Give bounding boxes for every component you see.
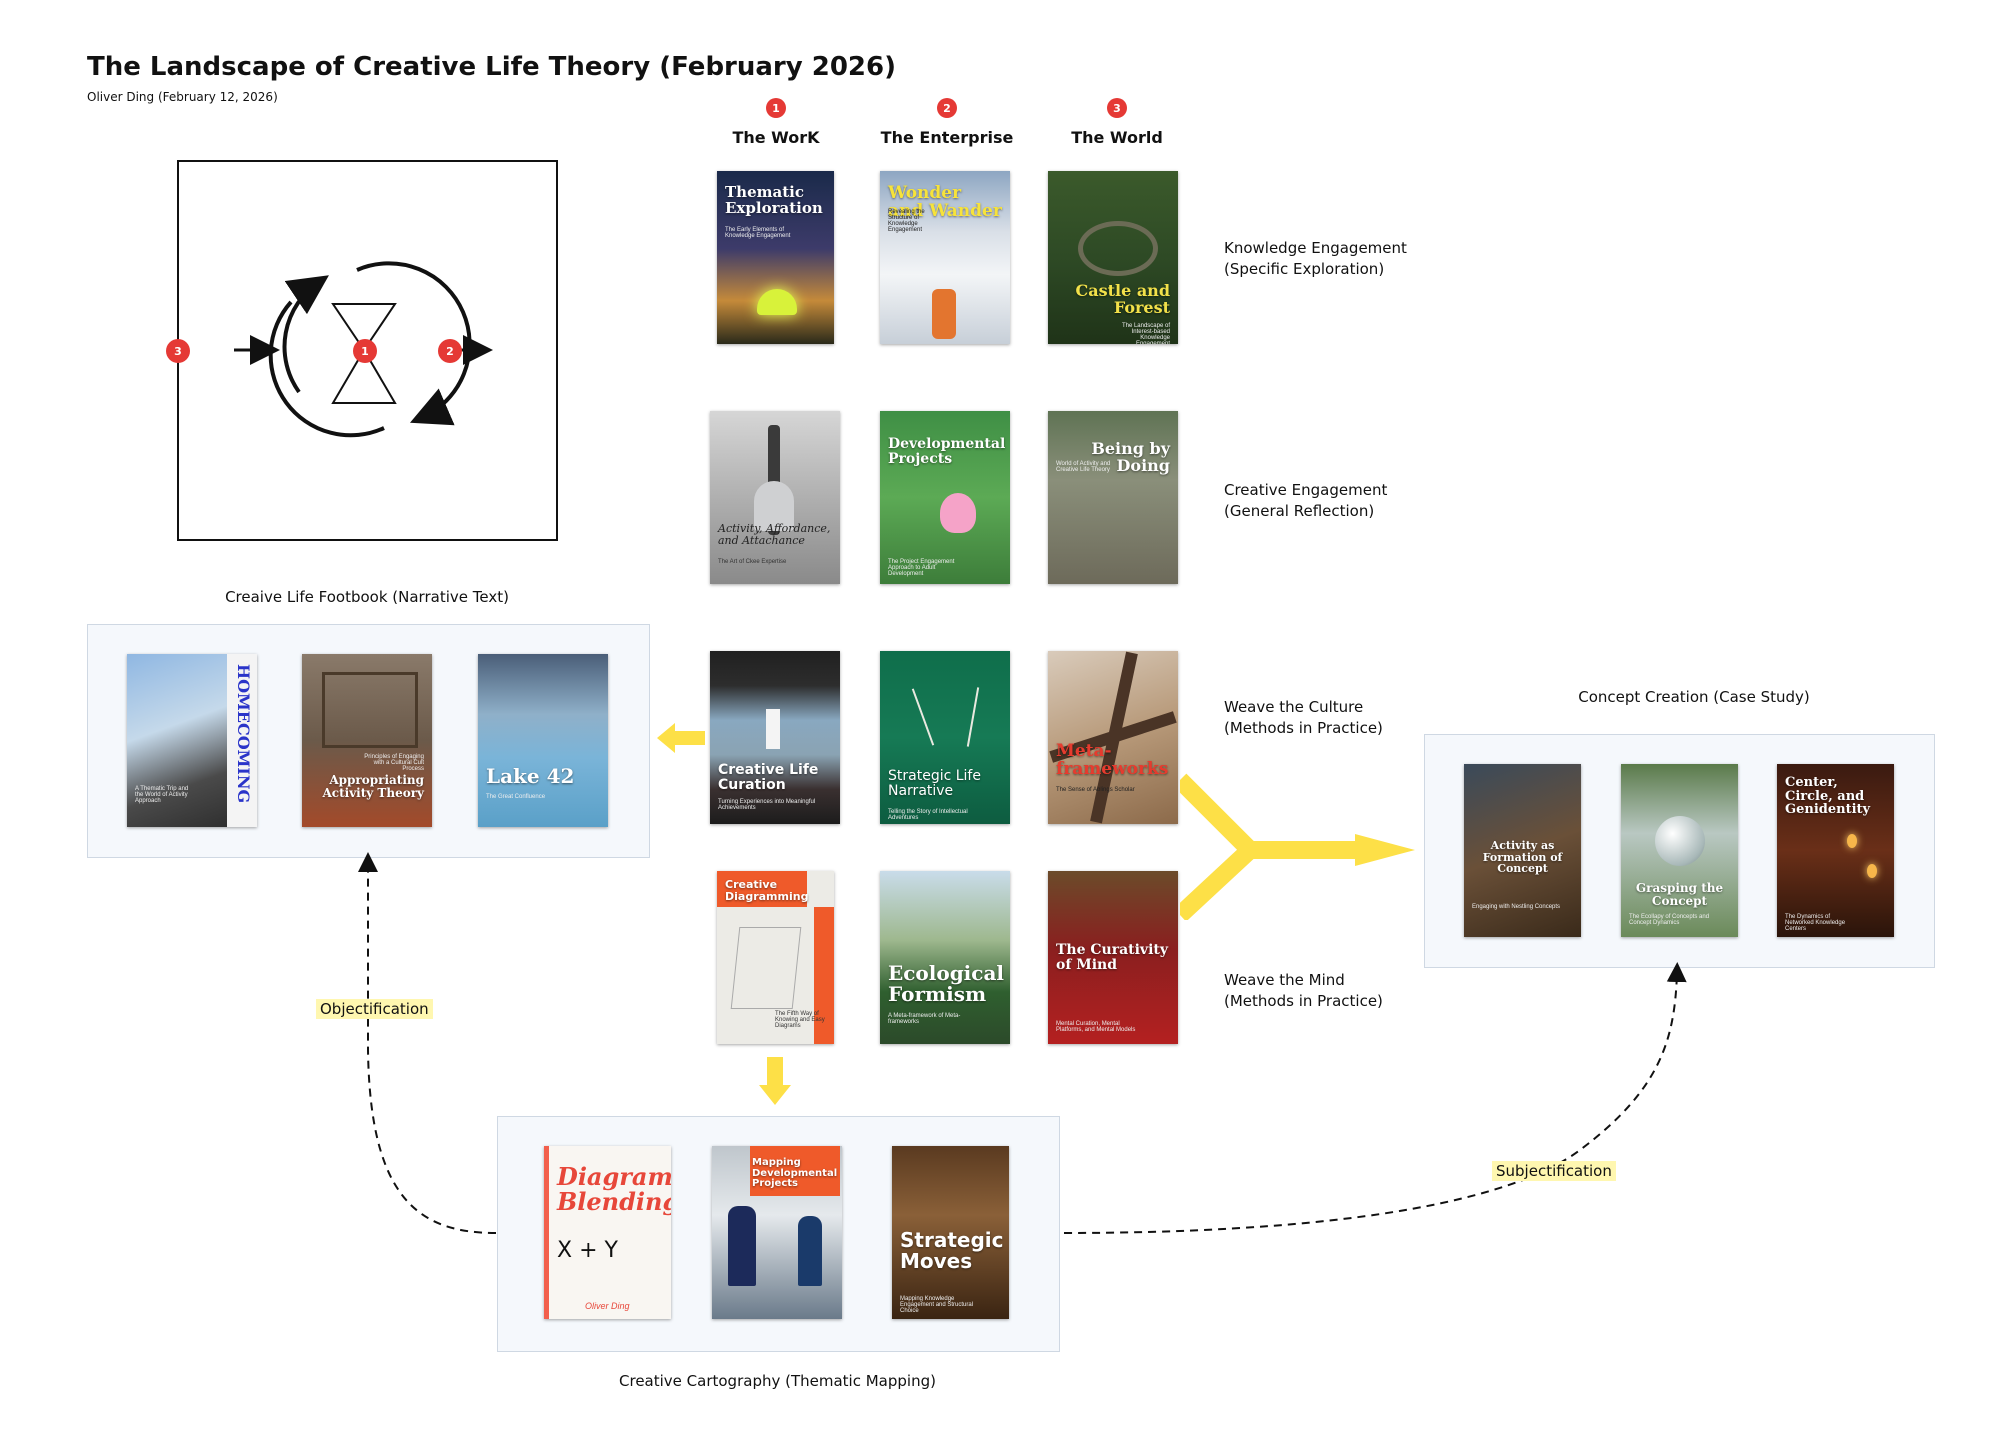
book-curativity-of-mind[interactable]: The Curativity of Mind Mental Curation, …: [1048, 871, 1178, 1044]
book-strategic-life-narrative[interactable]: Strategic Life Narrative Telling the Sto…: [880, 651, 1010, 824]
column-badge-work: 1: [766, 98, 786, 118]
book-lake-42[interactable]: Lake 42 The Great Confluence: [478, 654, 608, 827]
book-creative-diagramming[interactable]: Creative Diagramming The Fifth Way of Kn…: [717, 871, 834, 1044]
book-developmental-projects[interactable]: Developmental Projects The Project Engag…: [880, 411, 1010, 584]
book-mapping-developmental-projects[interactable]: Mapping Developmental Projects: [712, 1146, 842, 1319]
book-creative-life-curation[interactable]: Creative Life Curation Turning Experienc…: [710, 651, 840, 824]
book-meta-frameworks[interactable]: Meta-frameworks The Sense of Ablings Sch…: [1048, 651, 1178, 824]
book-activity-affordance[interactable]: Activity, Affordance, and Attachance The…: [710, 411, 840, 584]
footbook-panel: HOMECOMING A Thematic Trip and the World…: [87, 624, 650, 858]
book-castle-and-forest[interactable]: Castle and Forest The Landscape of Inter…: [1048, 171, 1178, 344]
column-badge-world: 3: [1107, 98, 1127, 118]
author-line: Oliver Ding (February 12, 2026): [87, 90, 278, 104]
book-grasping-the-concept[interactable]: Grasping the Concept The Ecollapy of Con…: [1621, 764, 1738, 937]
concept-caption: Concept Creation (Case Study): [1578, 688, 1810, 706]
book-strategic-moves[interactable]: Strategic Moves Mapping Knowledge Engage…: [892, 1146, 1009, 1319]
book-homecoming[interactable]: HOMECOMING A Thematic Trip and the World…: [127, 654, 257, 827]
yellow-arrow-left: [657, 723, 705, 753]
book-appropriating-activity-theory[interactable]: Principles of Engaging with a Cultural C…: [302, 654, 432, 827]
row-label-weave-mind: Weave the Mind(Methods in Practice): [1224, 971, 1383, 1010]
subjectification-label: Subjectification: [1492, 1161, 1616, 1181]
concept-panel: Activity as Formation of Concept Engagin…: [1424, 734, 1935, 968]
cartography-panel: Diagram Blending X + Y Oliver Ding Mappi…: [497, 1116, 1060, 1352]
page-title: The Landscape of Creative Life Theory (F…: [87, 52, 896, 82]
diagram-badge-3: 3: [166, 339, 190, 363]
book-diagram-blending[interactable]: Diagram Blending X + Y Oliver Ding: [544, 1146, 671, 1319]
book-being-by-doing[interactable]: Being by Doing World of Activity and Cre…: [1048, 411, 1178, 584]
column-header-world: The World: [1071, 128, 1163, 147]
column-badge-enterprise: 2: [937, 98, 957, 118]
concept-diagram-box: 1 2 3: [166, 160, 558, 541]
row-label-knowledge-engagement: Knowledge Engagement(Specific Exploratio…: [1224, 239, 1407, 278]
book-ecological-formism[interactable]: Ecological Formism A Meta-framework of M…: [880, 871, 1010, 1044]
objectification-label: Objectification: [316, 999, 433, 1019]
row-label-creative-engagement: Creative Engagement(General Reflection): [1224, 481, 1388, 520]
cycle-diagram: [234, 261, 493, 438]
diagram-badge-2: 2: [438, 339, 462, 363]
book-activity-as-formation[interactable]: Activity as Formation of Concept Engagin…: [1464, 764, 1581, 937]
column-header-enterprise: The Enterprise: [880, 128, 1014, 147]
diagram-badge-1: 1: [353, 339, 377, 363]
book-thematic-exploration[interactable]: Thematic Exploration The Early Elements …: [717, 171, 834, 344]
cartography-caption: Creative Cartography (Thematic Mapping): [619, 1372, 936, 1390]
footbook-caption: Creaive Life Footbook (Narrative Text): [225, 588, 509, 606]
yellow-merge-arrow: [1180, 773, 1415, 920]
book-wonder-and-wander[interactable]: Wonder and Wander Revealing the Structur…: [880, 171, 1010, 344]
book-center-circle-genidentity[interactable]: Center, Circle, and Genidentity The Dyna…: [1777, 764, 1894, 937]
row-label-weave-culture: Weave the Culture(Methods in Practice): [1224, 698, 1383, 737]
column-header-work: The WorK: [732, 128, 820, 147]
yellow-arrow-down: [759, 1057, 791, 1105]
